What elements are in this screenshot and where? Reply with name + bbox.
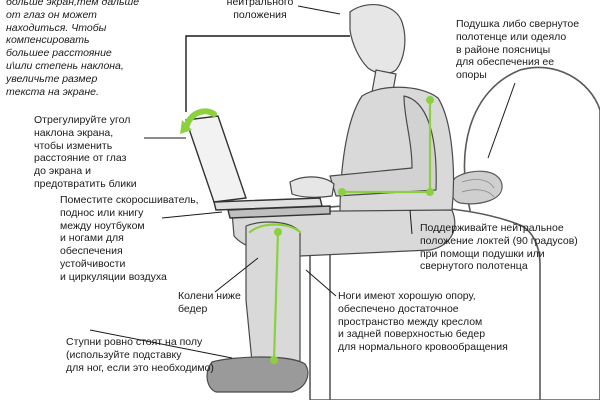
leader-elbows — [409, 209, 413, 235]
note-elbows: Поддерживайте нейтральное положение локт… — [420, 222, 578, 273]
wrist-dot — [338, 188, 346, 196]
leader-laptop-support — [161, 211, 223, 219]
lap-board — [227, 205, 331, 219]
leader-knees — [214, 257, 259, 293]
shin-guide — [272, 230, 280, 362]
note-screen-tilt: Отрегулируйте угол наклона экрана, чтобы… — [34, 114, 137, 190]
note-laptop-support: Поместите скоросшиватель, поднос или кни… — [60, 194, 199, 283]
leader-lumbar-pillow — [487, 82, 516, 159]
ankle-dot — [270, 356, 278, 364]
person-figure — [206, 4, 456, 393]
lower-leg — [245, 221, 301, 363]
note-knees: Колени ниже бедер — [178, 290, 241, 315]
knee-highlight — [248, 223, 302, 234]
elbow-dot — [426, 188, 434, 196]
pillow-stripes — [461, 179, 495, 198]
leader-feet — [89, 329, 233, 359]
shoulder-dot — [426, 96, 434, 104]
note-feet: Ступни ровно стоят на полу (используйте … — [66, 336, 214, 374]
head — [349, 4, 406, 75]
lumbar-pillow — [450, 170, 503, 205]
laptop-screen — [185, 115, 247, 203]
tilt-arrow — [183, 108, 217, 131]
note-neutral-head: нейтрального положения — [226, 0, 294, 21]
distance-bracket — [185, 35, 350, 112]
shoe — [206, 356, 309, 393]
laptop — [185, 115, 331, 219]
tilt-arrow-head — [180, 120, 192, 134]
hand — [289, 176, 335, 198]
leader-legs-support — [305, 269, 337, 297]
leader-neutral-head — [297, 5, 341, 15]
note-legs-support: Ноги имеют хорошую опору, обеспечено дос… — [338, 290, 508, 354]
knee-dot — [274, 228, 282, 236]
note-screen-distance: больше экран,тем дальше от глаз он может… — [6, 0, 140, 98]
leader-lines — [89, 5, 516, 359]
note-lumbar-pillow: Подушка либо свернутое полотенце или оде… — [456, 18, 580, 82]
